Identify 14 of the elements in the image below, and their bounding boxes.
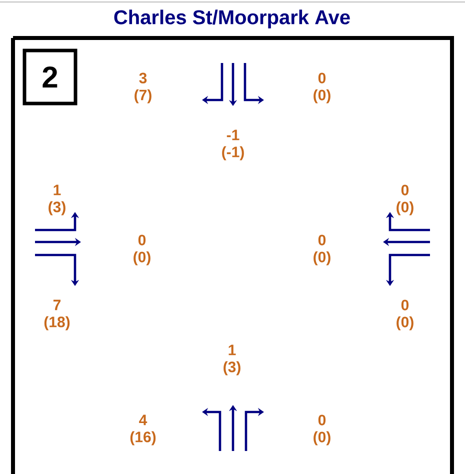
number-box: 2 xyxy=(22,48,78,106)
lane-count: 1 (3) xyxy=(224,344,240,376)
lane-count: 1 (3) xyxy=(48,184,66,216)
lane-count: 7 (18) xyxy=(44,300,70,330)
lane-count: -1 (-1) xyxy=(222,130,244,160)
lane-count: 0 (0) xyxy=(314,72,330,104)
title: Charles St/Moorpark Ave xyxy=(114,10,350,28)
lane-count: 0 (0) xyxy=(314,234,330,266)
lane-count: 0 (0) xyxy=(314,414,330,446)
lane-count: 0 (0) xyxy=(134,234,150,266)
lane-count: 0 (0) xyxy=(396,300,414,330)
lane-count: 4 (16) xyxy=(130,414,156,446)
lane-count: 3 (7) xyxy=(134,72,152,104)
lane-count: 0 (0) xyxy=(396,184,414,216)
